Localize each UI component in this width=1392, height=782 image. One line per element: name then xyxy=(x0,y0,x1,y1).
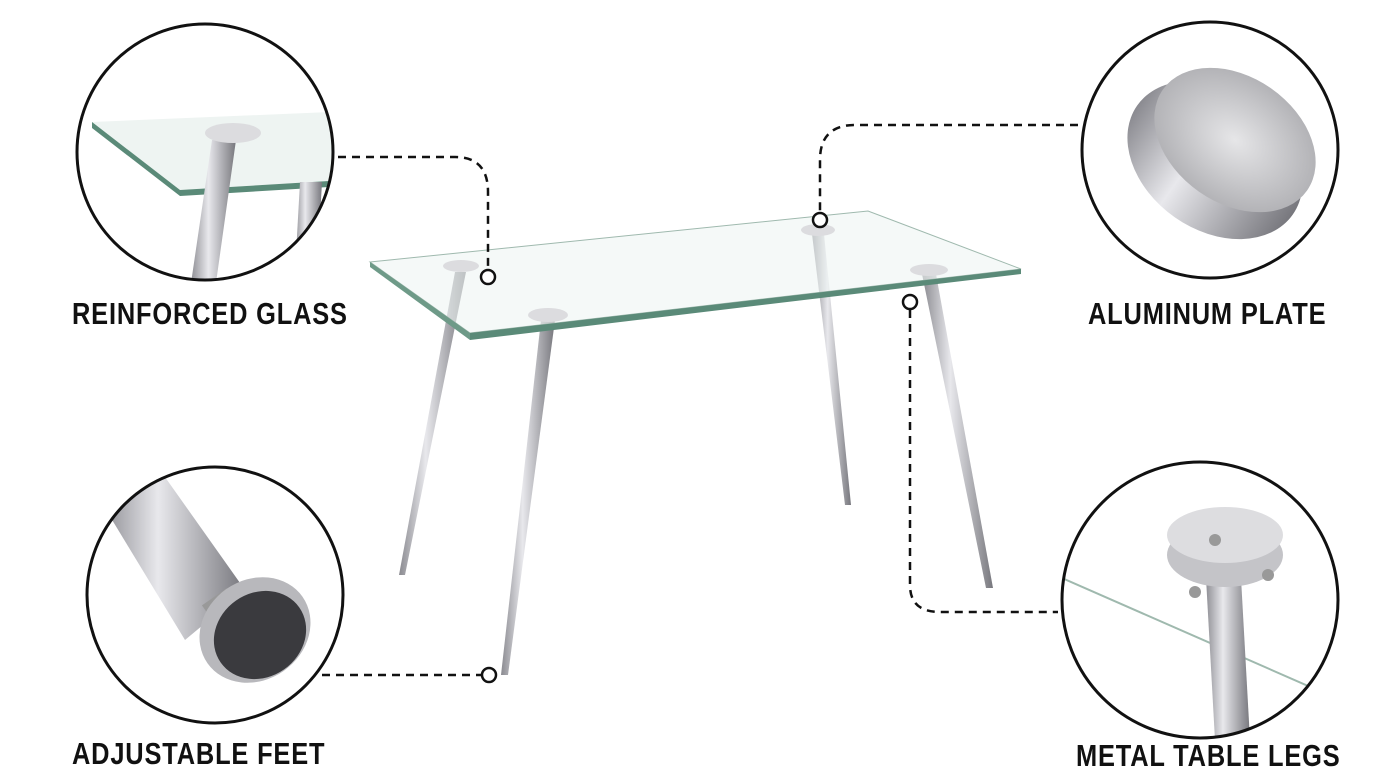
label-aluminum-plate: ALUMINUM PLATE xyxy=(1088,296,1327,331)
detail-circle-plate xyxy=(1080,20,1340,280)
callout-dots xyxy=(479,211,919,684)
label-metal-table-legs: METAL TABLE LEGS xyxy=(1076,738,1341,773)
table-legs xyxy=(399,234,993,675)
detail-circle-feet xyxy=(85,465,345,725)
glass-tabletop xyxy=(368,210,1022,340)
detail-circle-legs xyxy=(1060,460,1340,740)
label-reinforced-glass: REINFORCED GLASS xyxy=(72,296,348,331)
detail-circle-glass xyxy=(75,22,335,282)
callout-connectors xyxy=(322,123,1078,677)
label-adjustable-feet: ADJUSTABLE FEET xyxy=(72,736,326,771)
